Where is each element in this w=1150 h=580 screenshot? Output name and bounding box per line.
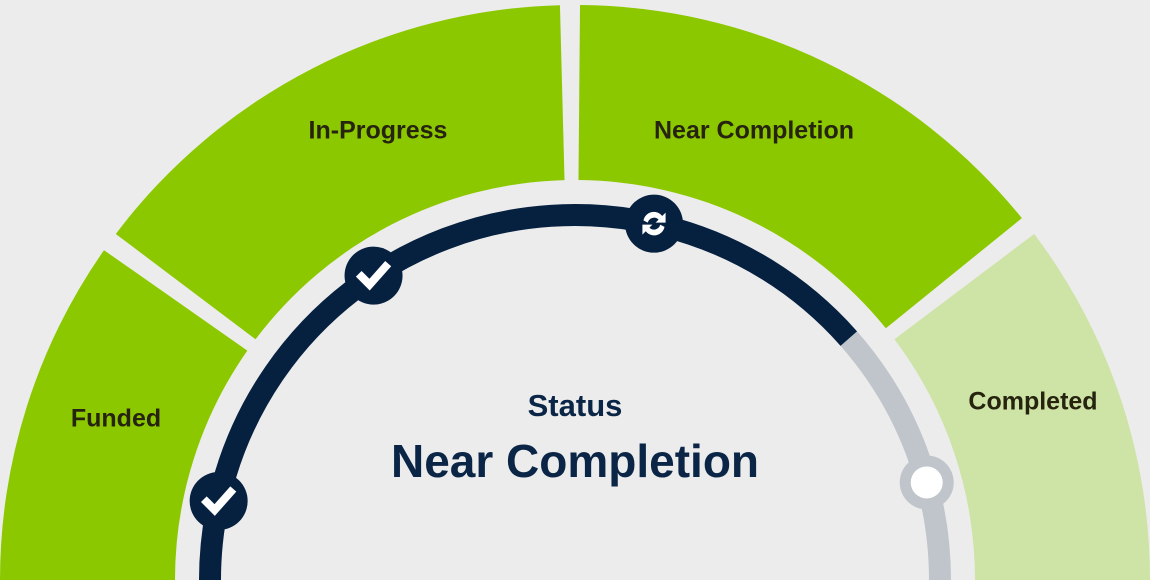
gauge-center-readout: Status Near Completion [391, 388, 759, 487]
milestone-marker-near-completion[interactable] [625, 194, 684, 253]
milestone-marker-in-progress[interactable] [344, 246, 403, 305]
check-icon [355, 260, 392, 291]
milestone-marker-funded[interactable] [189, 471, 248, 530]
segment-label-completed: Completed [968, 388, 1097, 416]
gauge-center-caption: Status [528, 388, 623, 423]
gauge-center-value: Near Completion [391, 435, 759, 487]
milestone-marker-disc [625, 194, 684, 253]
gauge-segment-completed[interactable] [894, 233, 1150, 580]
circle-outline-inner [910, 466, 943, 499]
gauge-segment-labels: Funded In-Progress Near Completion Compl… [71, 117, 1098, 433]
gauge-track-arc [840, 331, 951, 580]
check-icon [200, 486, 237, 516]
gauge-segment-funded[interactable] [0, 250, 248, 580]
milestone-marker-completed[interactable] [899, 455, 954, 510]
gauge-progress-arc [199, 204, 858, 580]
gauge-segment-in-progress[interactable] [115, 5, 565, 340]
segment-label-in-progress: In-Progress [309, 117, 448, 145]
gauge-segment-band [0, 5, 1150, 580]
gauge-segment-near-completion[interactable] [578, 5, 1022, 329]
segment-label-near-completion: Near Completion [654, 117, 854, 145]
refresh-icon [642, 211, 666, 236]
segment-label-funded: Funded [71, 405, 161, 433]
gauge-milestone-markers [189, 194, 954, 530]
